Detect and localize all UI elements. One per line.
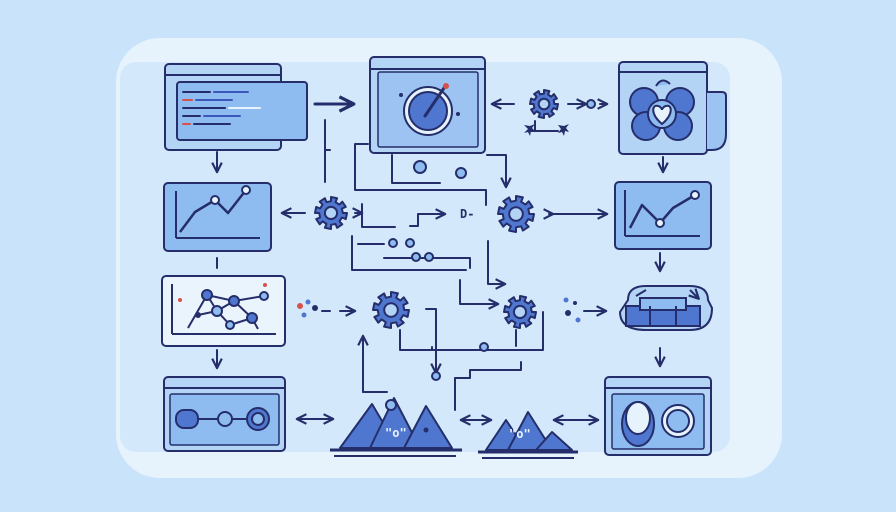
connector-arrow: [409, 208, 447, 227]
mountains-icon: [330, 397, 462, 457]
connector-line: [351, 235, 467, 271]
mountain-left-mark: "o": [385, 426, 407, 440]
coins-icon: [604, 376, 712, 456]
connector-line: [354, 143, 369, 154]
code-window-icon: [164, 63, 308, 151]
connector-node: [586, 99, 596, 109]
connector-nodes: [388, 99, 596, 381]
connector-line: [361, 203, 396, 228]
flower-heart-icon: [618, 61, 727, 155]
pipeline-window-icon: [163, 376, 286, 452]
connector-line: [391, 154, 441, 184]
gear-icon: [497, 195, 535, 233]
connector-line: [354, 151, 487, 206]
mountains-icon: [478, 411, 578, 459]
gears-group: [314, 89, 559, 329]
connector-arrow: [486, 154, 512, 189]
decorative-sparks: [297, 124, 581, 433]
connector-line: [454, 361, 522, 379]
connectors: [211, 95, 669, 426]
bridge-cloud-icon: [618, 285, 714, 331]
connector-line: [399, 311, 544, 351]
mountain-right-mark: "o": [509, 427, 531, 441]
line-chart-icon: [614, 181, 712, 250]
d-marker-label: D-: [460, 207, 474, 221]
connector-node: [431, 371, 441, 381]
line-chart-icon: [163, 182, 272, 252]
connector-arrow: [459, 279, 500, 310]
connector-node: [413, 160, 427, 174]
dial-window-icon: [369, 56, 486, 154]
connector-node: [479, 342, 489, 352]
gear-icon: [503, 295, 537, 329]
connector-arrow: [487, 240, 507, 290]
gear-icon: [314, 196, 348, 230]
connector-node: [388, 238, 398, 248]
gear-icon: [529, 89, 559, 119]
connector-node: [424, 252, 434, 262]
gear-icon: [372, 291, 410, 329]
node-graph-icon: [161, 275, 286, 347]
connector-node: [455, 167, 467, 179]
connector-node: [405, 238, 415, 248]
connector-node: [411, 252, 421, 262]
